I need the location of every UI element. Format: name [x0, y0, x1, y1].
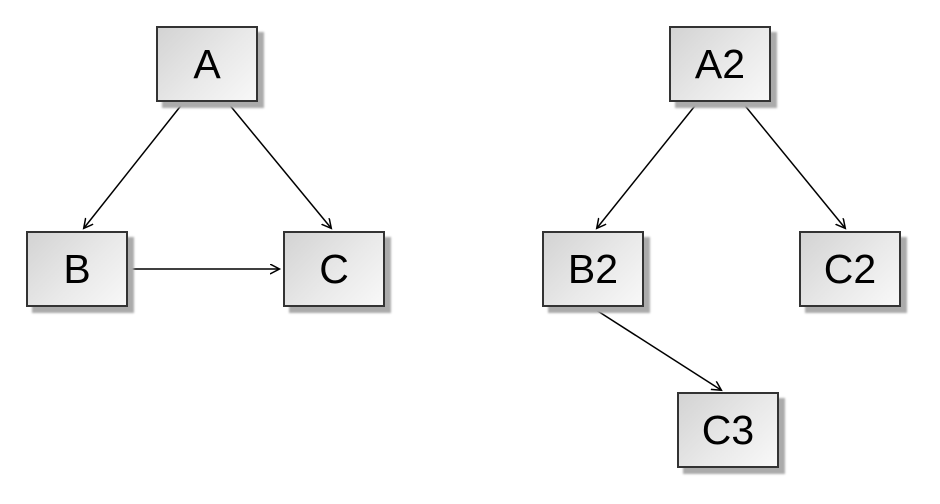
node-c: C — [283, 231, 385, 307]
edge-A-to-B — [84, 102, 184, 228]
edge-A-to-C — [227, 102, 331, 228]
node-c3: C3 — [677, 392, 779, 468]
node-b: B — [26, 231, 128, 307]
edge-A2-to-C2 — [741, 101, 845, 228]
edge-A2-to-B2 — [597, 101, 699, 228]
edge-B2-to-C3 — [592, 307, 721, 390]
node-a: A — [156, 26, 258, 102]
node-b2: B2 — [542, 231, 644, 307]
node-c2: C2 — [799, 231, 901, 307]
node-a2: A2 — [669, 26, 771, 102]
